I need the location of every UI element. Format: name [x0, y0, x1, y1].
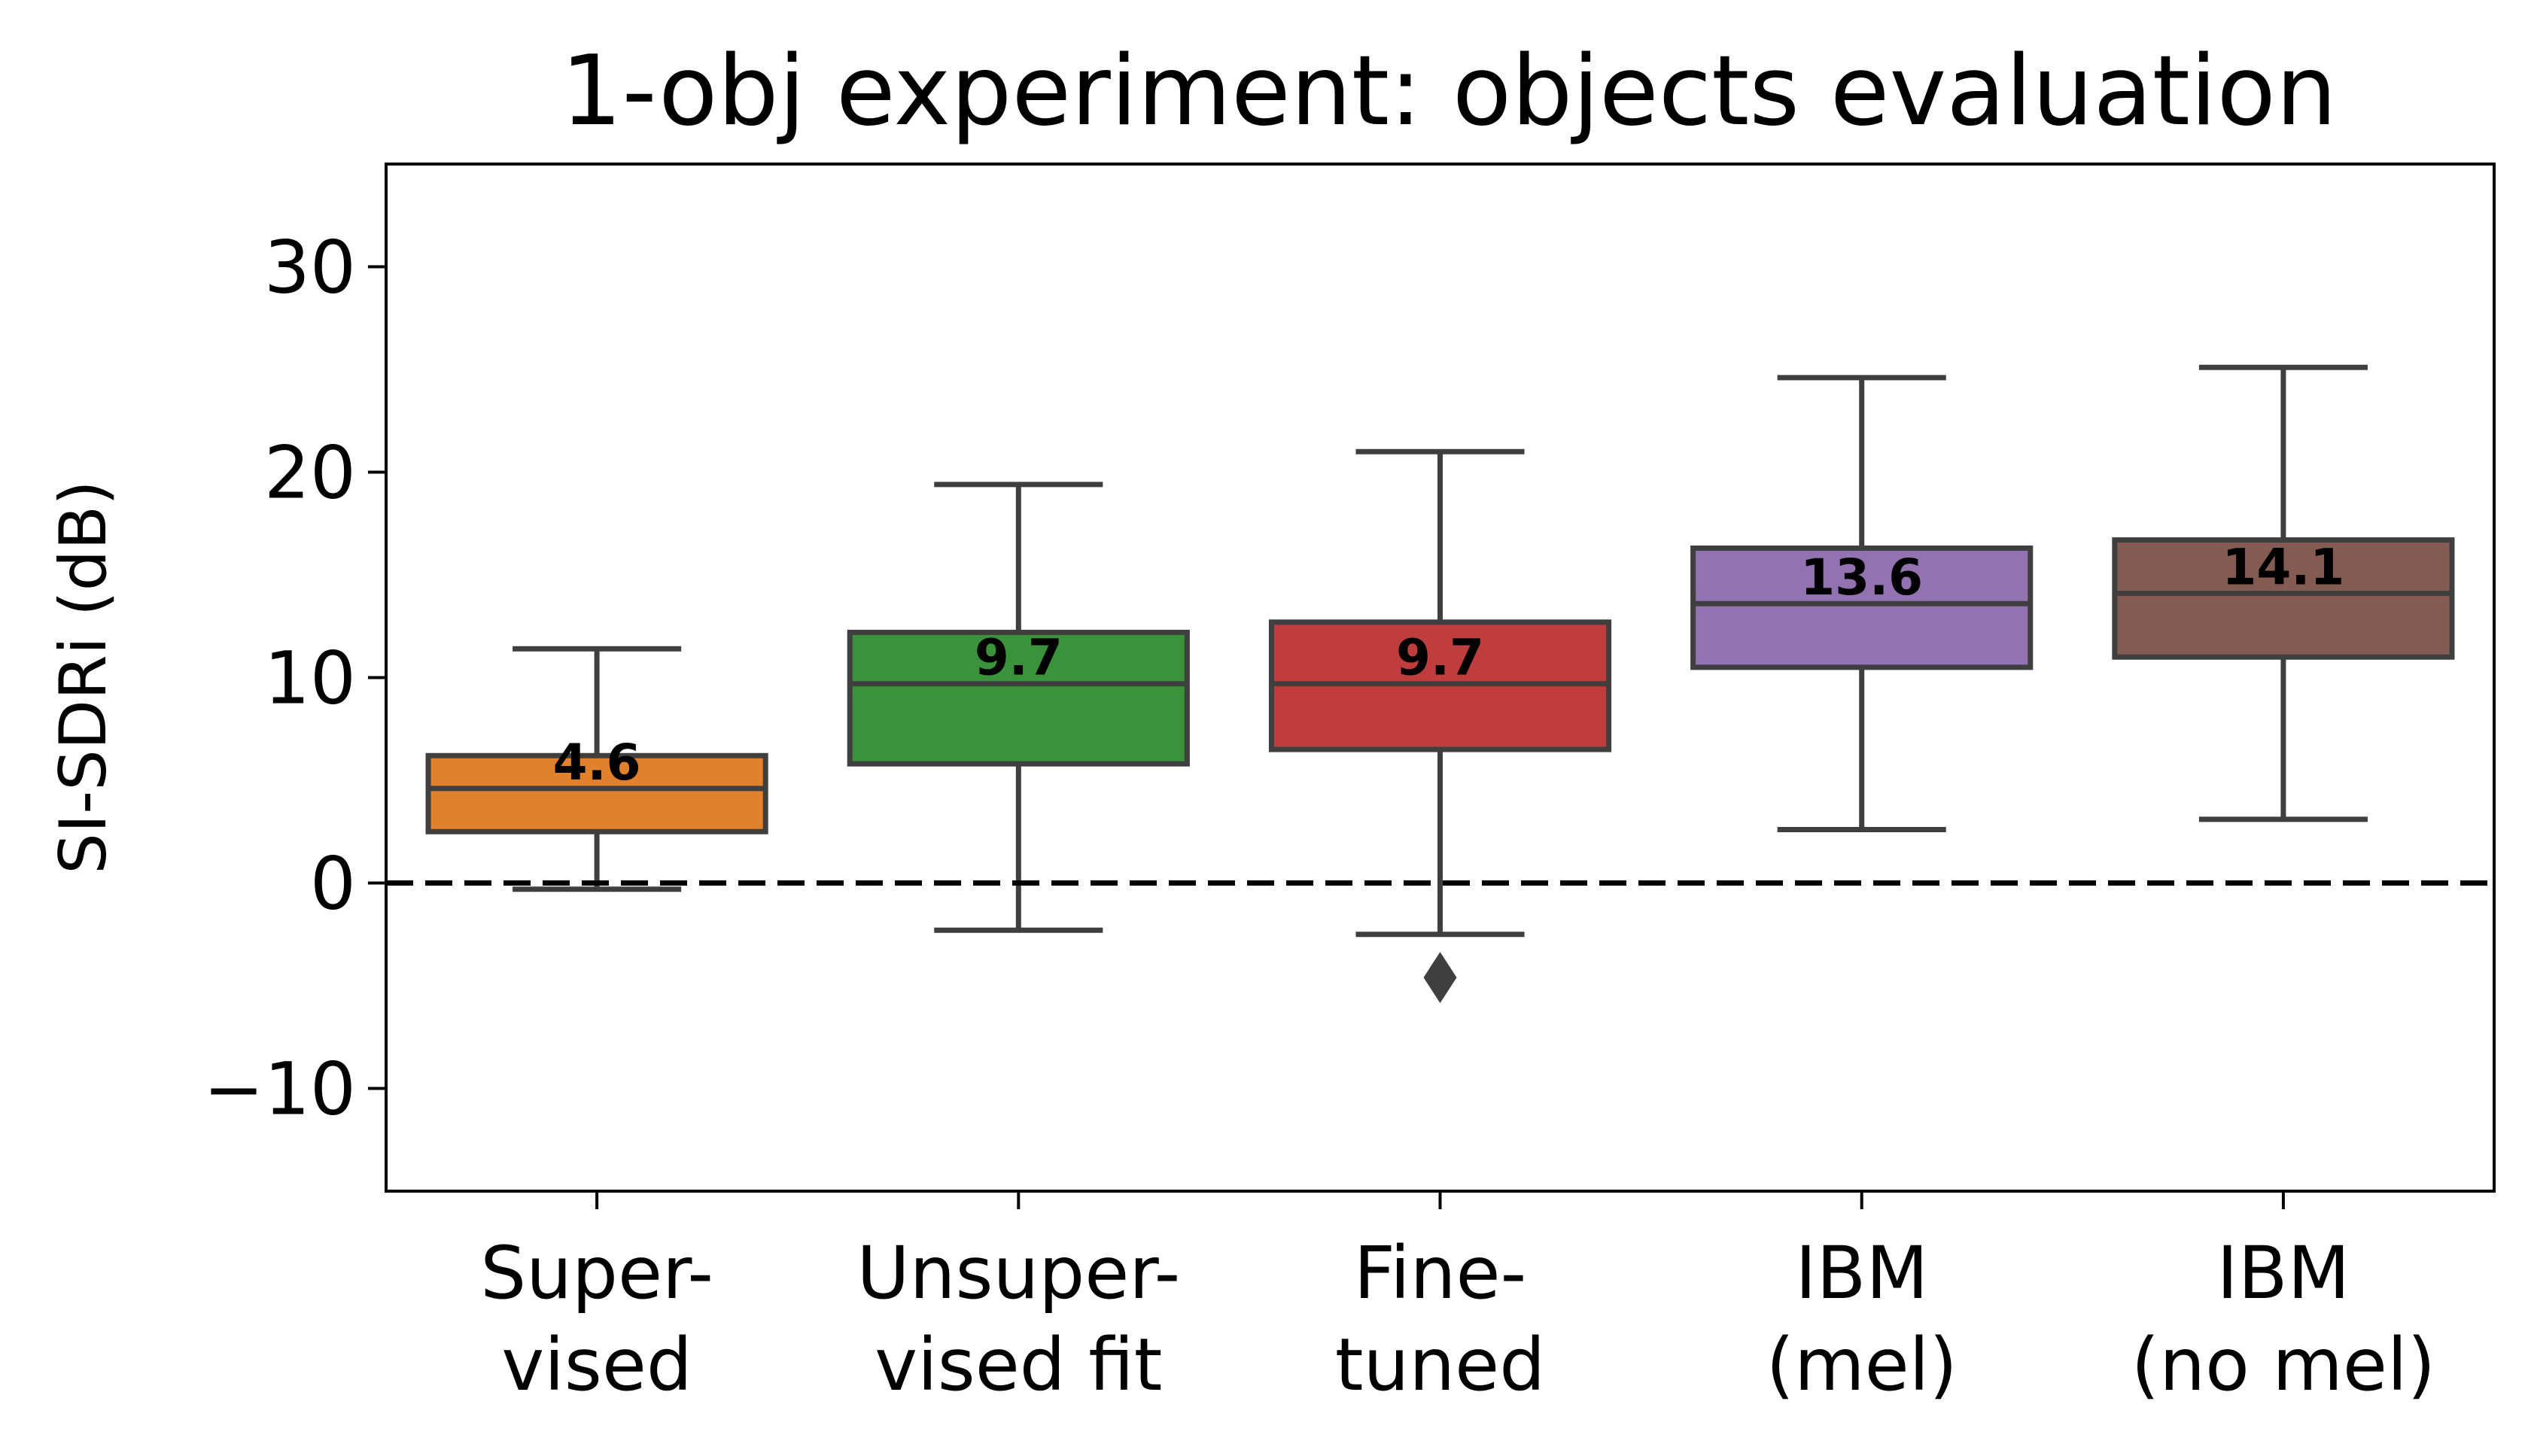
box	[425, 752, 768, 834]
y-tick-label: 20	[264, 431, 356, 515]
chart-title: 1-obj experiment: objects evaluation	[561, 35, 2337, 147]
y-tick-label: 10	[264, 637, 356, 721]
x-tick-label: IBM	[2216, 1231, 2350, 1315]
median-label: 14.1	[2222, 539, 2344, 597]
median-label: 9.7	[1396, 629, 1484, 687]
box-group-2: 9.7	[847, 482, 1190, 933]
median-label: 13.6	[1800, 549, 1923, 606]
median-label: 9.7	[975, 629, 1063, 687]
y-axis-label: SI-SDRi (dB)	[46, 480, 121, 874]
x-tick-label: Unsuper-	[856, 1231, 1180, 1315]
x-tick-label: tuned	[1335, 1323, 1545, 1407]
x-tick-label: Fine-	[1354, 1231, 1526, 1315]
y-tick-label: 30	[264, 226, 356, 310]
x-axis: Super-vised Unsuper-vised fit Fine-tuned IB…	[480, 1191, 2435, 1407]
outlier-marker	[1423, 952, 1457, 1004]
box	[1690, 546, 2034, 670]
box	[847, 629, 1190, 767]
box-group-5: 14.1	[2112, 364, 2455, 822]
x-tick-label: (no mel)	[2131, 1323, 2435, 1407]
y-tick-label: −10	[203, 1047, 356, 1132]
x-tick-label: vised	[501, 1323, 692, 1407]
median-label: 4.6	[553, 734, 641, 792]
y-axis: −10 0 10 20 30	[203, 226, 386, 1132]
box	[2112, 537, 2455, 660]
plot-area: 4.6 9.7 9.7 13.6 14.1	[386, 364, 2494, 1004]
x-tick-label: (mel)	[1766, 1323, 1958, 1407]
box-group-3: 9.7	[1268, 448, 1612, 1004]
box-group-4: 13.6	[1690, 375, 2034, 833]
x-tick-label: IBM	[1795, 1231, 1928, 1315]
y-tick-label: 0	[310, 842, 356, 926]
x-tick-label: vised fit	[875, 1323, 1162, 1407]
x-tick-label: Super-	[480, 1231, 713, 1315]
box-group-1: 4.6	[425, 646, 768, 892]
